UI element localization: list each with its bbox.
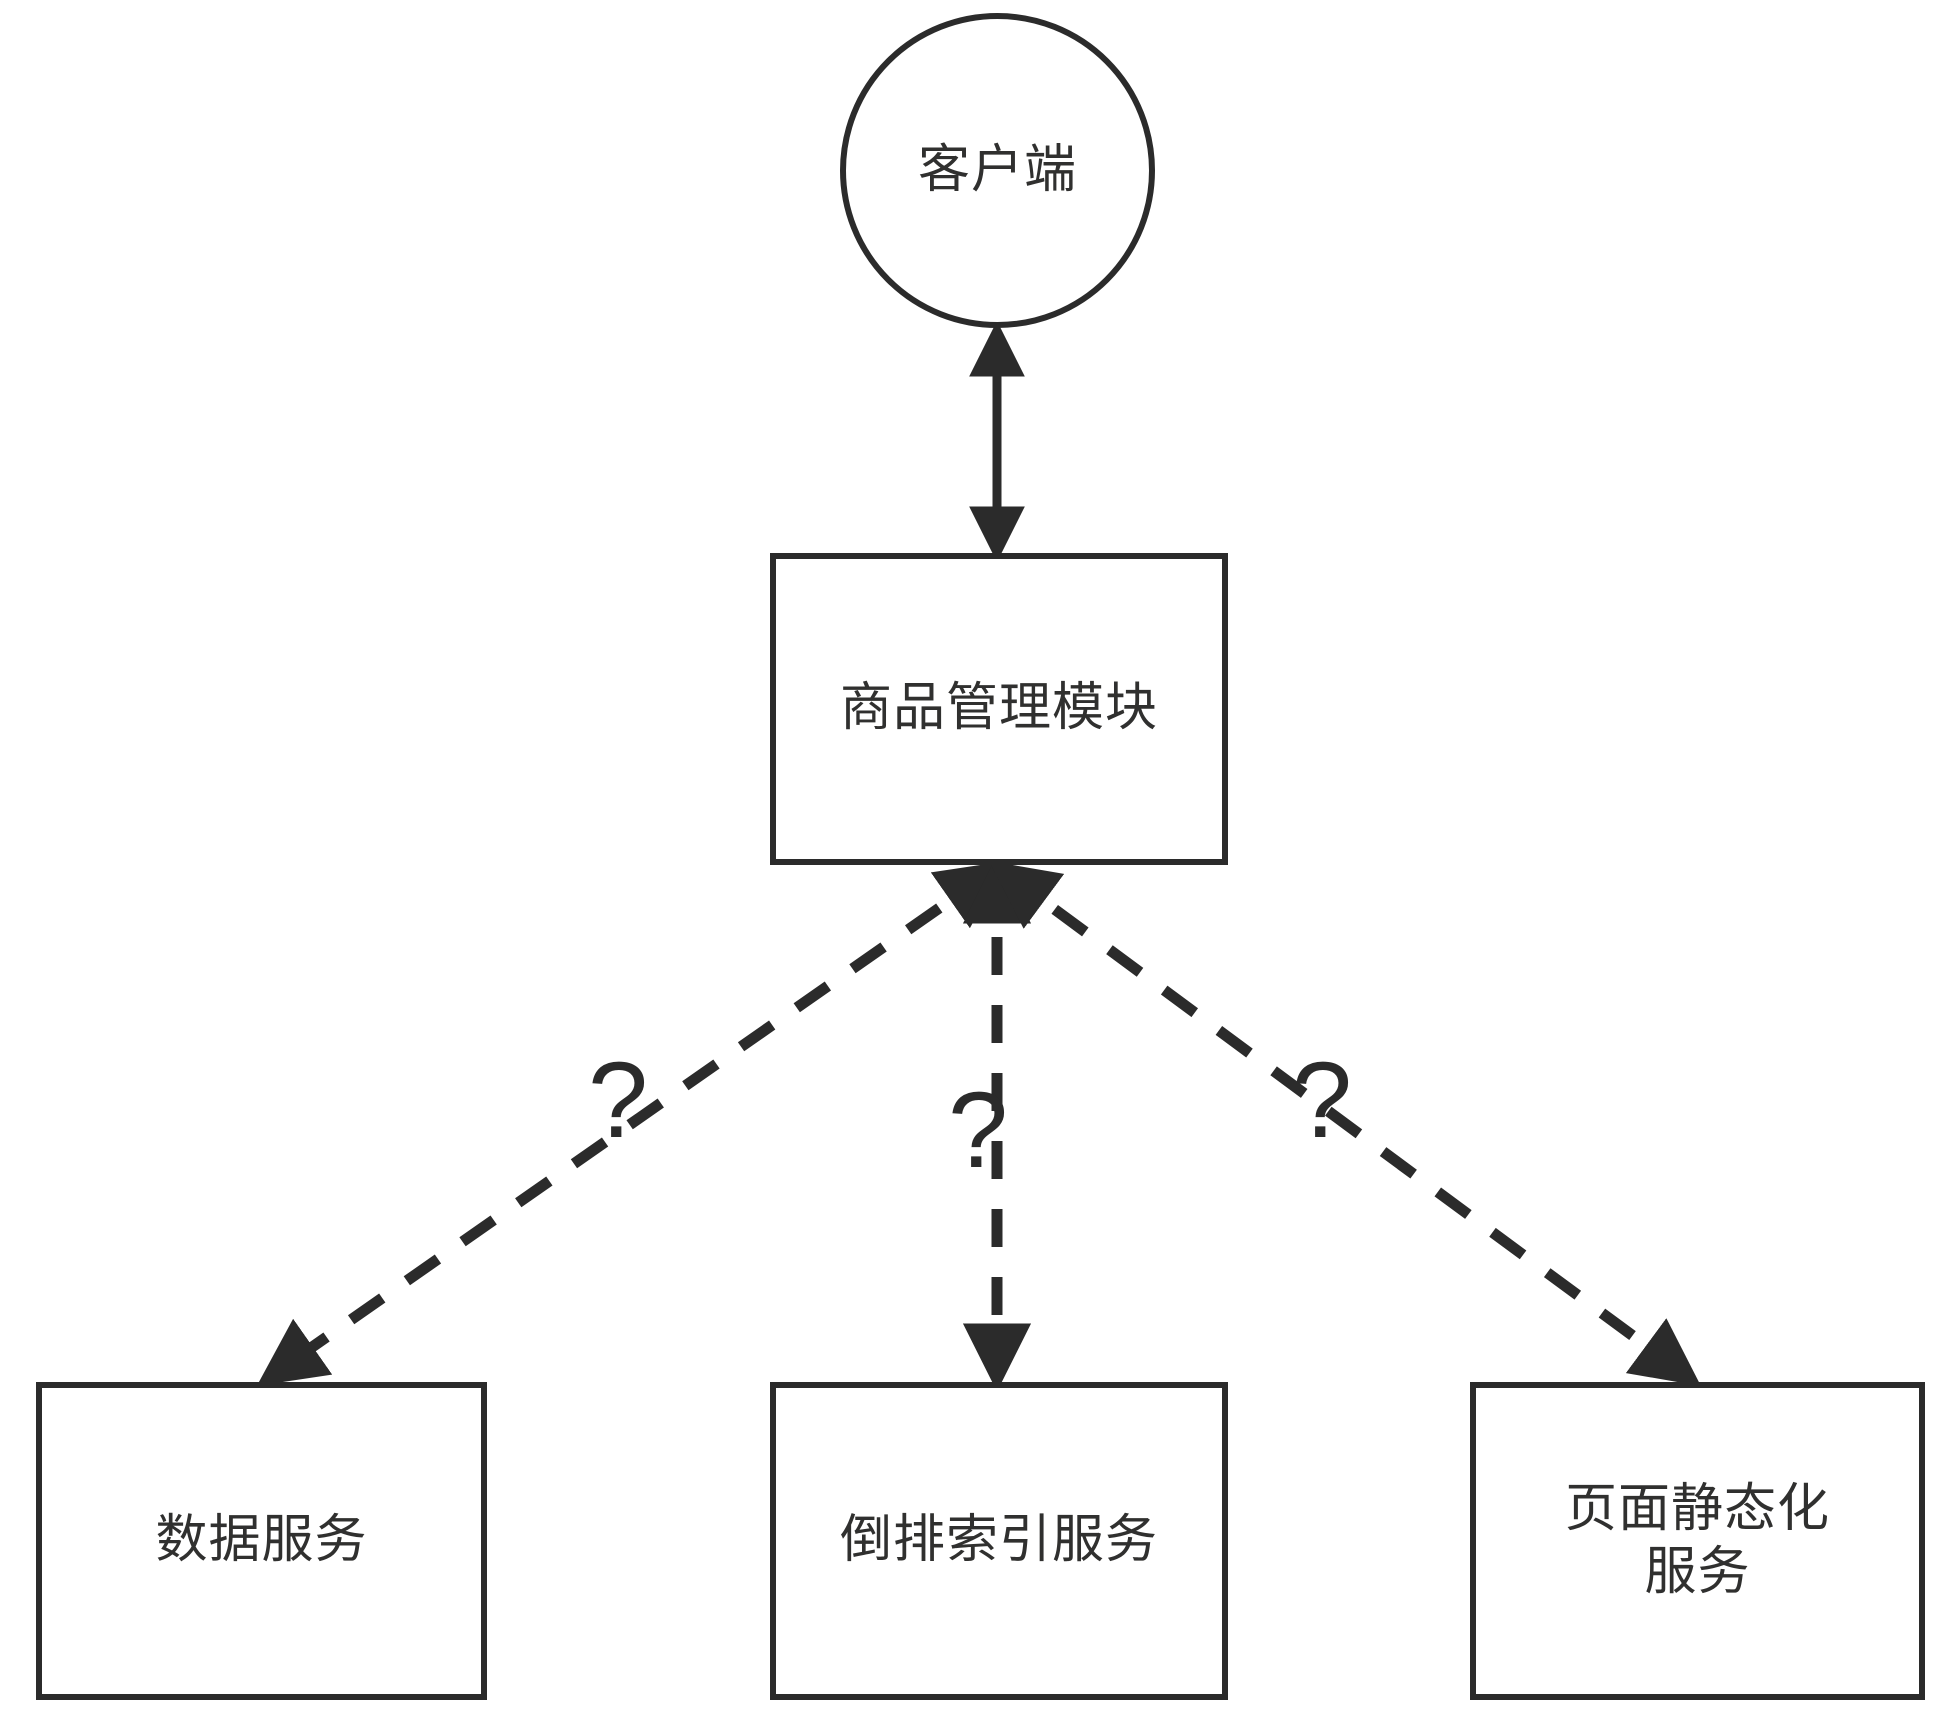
edge-label-data-service: ?: [588, 1039, 649, 1160]
node-data-service[interactable]: 数据服务: [36, 1382, 487, 1700]
edge-label-inverted-index-service: ?: [948, 1069, 1009, 1190]
node-page-static-service-label: 页面静态化服务: [1564, 1479, 1830, 1601]
edge-label-page-static-service: ?: [1292, 1039, 1353, 1160]
node-data-service-label: 数据服务: [155, 1511, 368, 1570]
node-product-management-module-label: 商品管理模块: [839, 679, 1158, 738]
edge-module-data-service: [256, 861, 1007, 1386]
node-product-management-module[interactable]: 商品管理模块: [770, 553, 1228, 865]
node-inverted-index-service-label: 倒排索引服务: [839, 1511, 1158, 1570]
edge-module-page-static-service: [989, 860, 1701, 1387]
node-client-label: 客户端: [917, 140, 1077, 199]
node-page-static-service[interactable]: 页面静态化服务: [1470, 1382, 1925, 1700]
node-inverted-index-service[interactable]: 倒排索引服务: [770, 1382, 1228, 1700]
node-client[interactable]: 客户端: [840, 13, 1155, 328]
